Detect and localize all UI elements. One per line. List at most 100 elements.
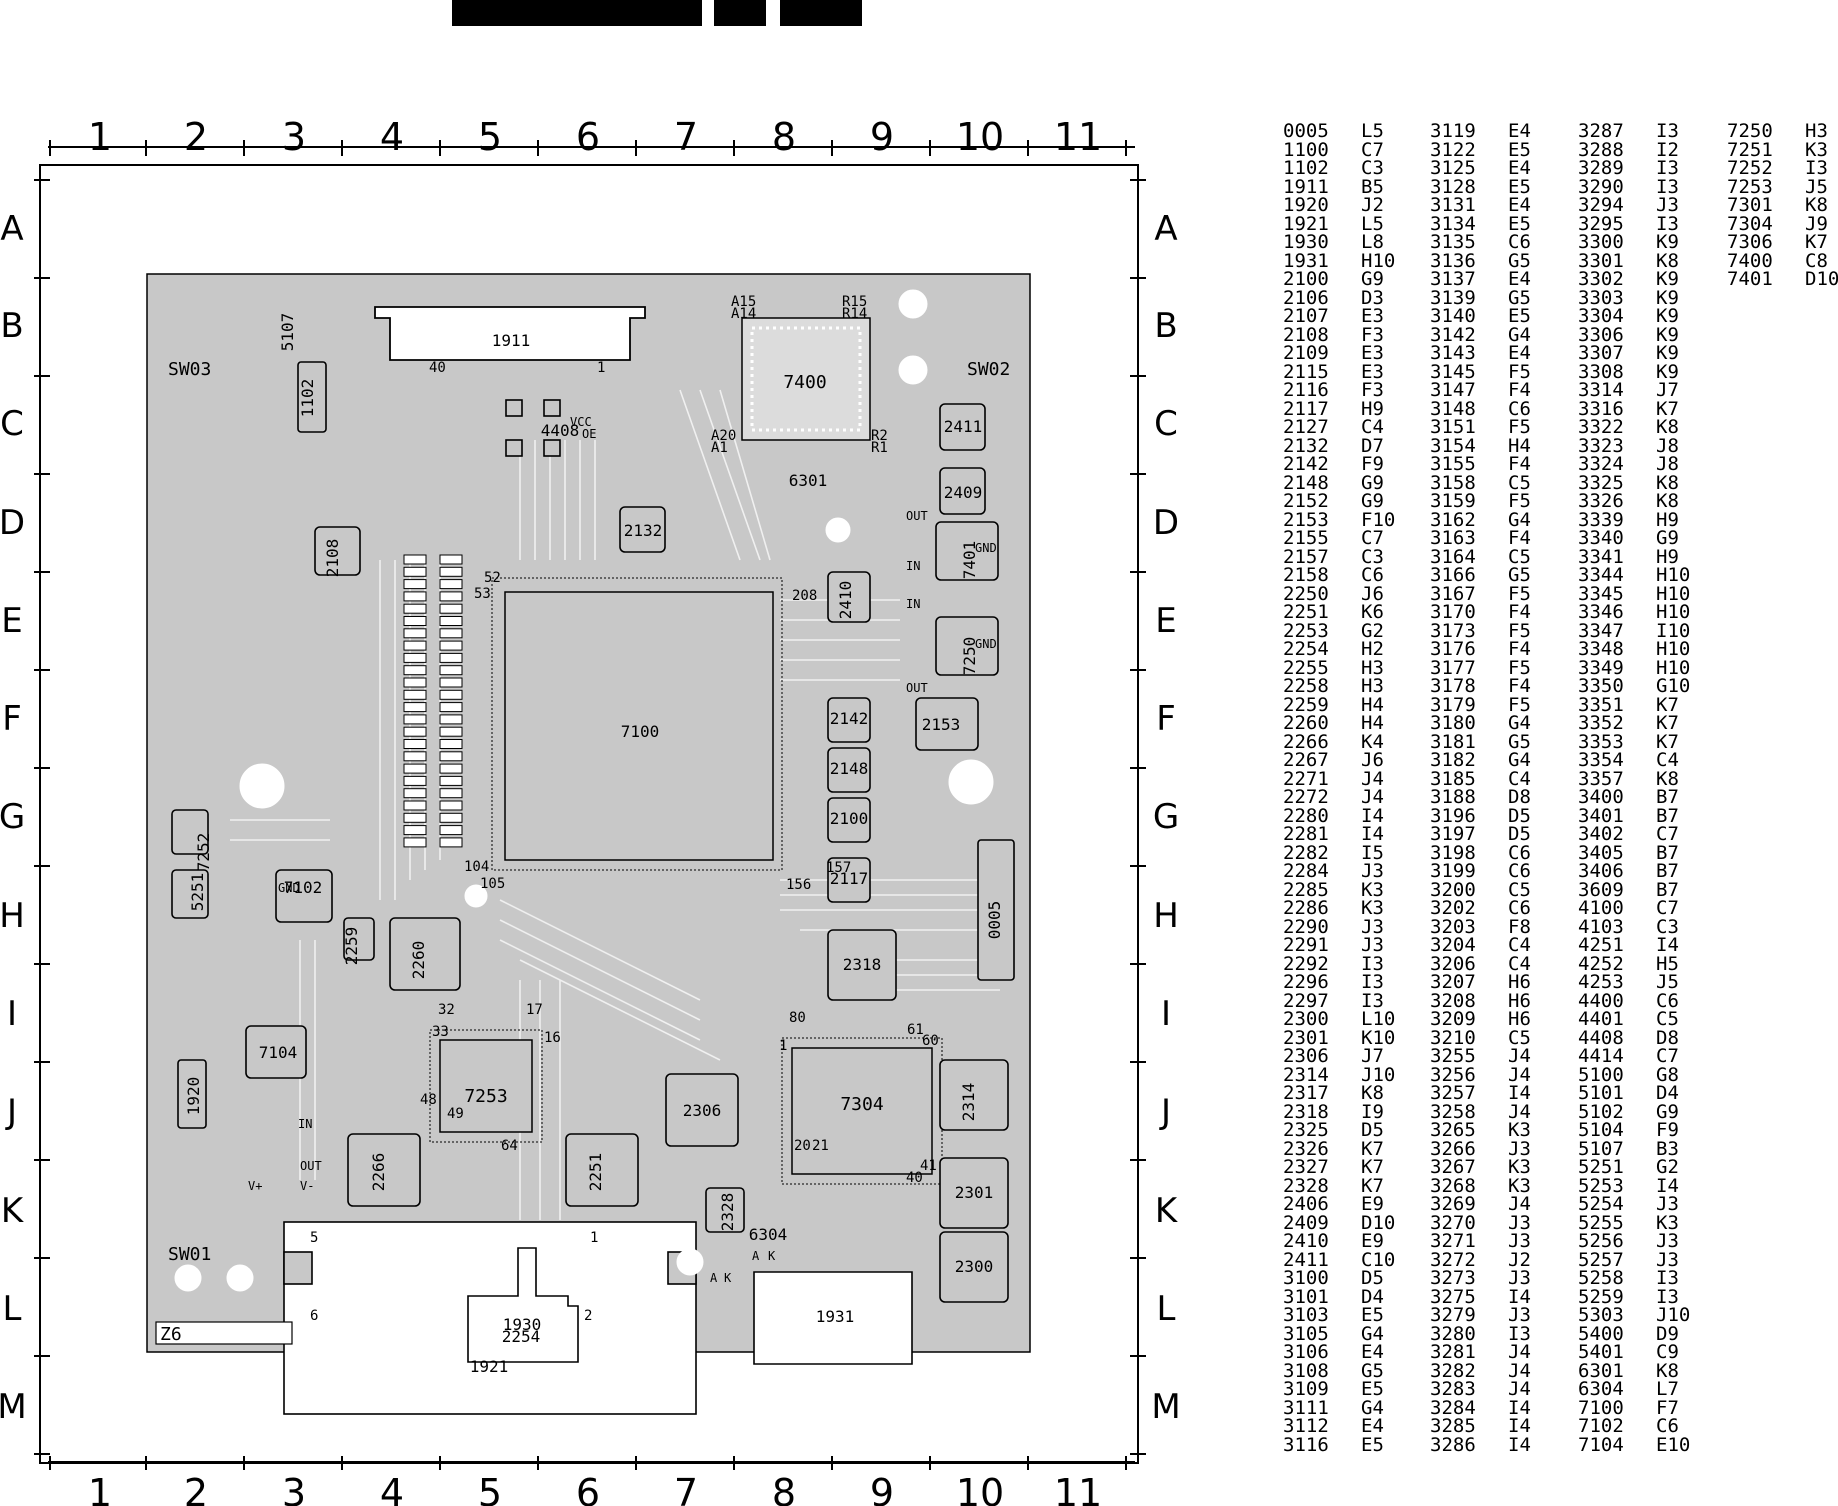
pad-label: A — [710, 1271, 718, 1285]
reference-id: 2258 — [1283, 675, 1329, 697]
reference-location: J2 — [1508, 1248, 1531, 1271]
side-label: SW03 — [168, 359, 211, 380]
reference-id: 3339 — [1578, 508, 1624, 531]
component-label: 2251 — [586, 1153, 605, 1192]
reference-id: 3154 — [1430, 434, 1476, 457]
reference-id: 3111 — [1283, 1396, 1329, 1419]
pad-label: V+ — [248, 1179, 262, 1193]
reference-location: B7 — [1656, 860, 1679, 882]
reference-location: J3 — [1361, 934, 1384, 956]
reference-id: 1930 — [1283, 231, 1329, 253]
reference-location: E4 — [1361, 1341, 1384, 1363]
reference-id: 3307 — [1578, 342, 1624, 364]
reference-id: 5255 — [1578, 1211, 1624, 1234]
reference-row: 3151 F5 — [1430, 418, 1568, 437]
reference-location: I4 — [1508, 1433, 1531, 1456]
reference-id: 3166 — [1430, 564, 1476, 586]
reference-location: D4 — [1361, 1285, 1384, 1308]
reference-id: 3101 — [1283, 1285, 1329, 1308]
reference-id: 5100 — [1578, 1063, 1624, 1086]
reference-location: D9 — [1656, 1322, 1679, 1345]
reference-id: 5253 — [1578, 1174, 1624, 1197]
reference-id: 3159 — [1430, 490, 1476, 512]
reference-location: E3 — [1361, 342, 1384, 364]
component-blocks — [171, 361, 1015, 1303]
reference-location: J4 — [1508, 1359, 1531, 1382]
column-label-top: 8 — [772, 115, 796, 159]
pin-label: 40 — [906, 1170, 923, 1186]
reference-location: K9 — [1656, 268, 1679, 290]
component-label: 2301 — [955, 1183, 994, 1202]
reference-id: 3140 — [1430, 305, 1476, 327]
reference-id: 3341 — [1578, 545, 1624, 568]
reference-location: J3 — [1508, 1267, 1531, 1289]
reference-id: 3185 — [1430, 767, 1476, 790]
reference-id: 5256 — [1578, 1230, 1624, 1252]
reference-id: 2115 — [1283, 360, 1329, 383]
connector-1911 — [374, 306, 646, 361]
reference-id: 3275 — [1430, 1285, 1476, 1308]
ic-7304 — [781, 1037, 943, 1185]
reference-location: I3 — [1656, 212, 1679, 235]
reference-location: K7 — [1656, 730, 1679, 753]
component-label: 2117 — [830, 869, 869, 888]
reference-location: C3 — [1361, 545, 1384, 568]
reference-id: 3203 — [1430, 915, 1476, 938]
reference-id: 2127 — [1283, 416, 1329, 438]
reference-location: I5 — [1361, 841, 1384, 864]
pin-label: 61 — [907, 1022, 924, 1038]
reference-id: 3180 — [1430, 712, 1476, 734]
reference-location: F5 — [1508, 416, 1531, 438]
row-label-left: J — [5, 1092, 17, 1132]
reference-id: 3300 — [1578, 231, 1624, 253]
reference-id: 3151 — [1430, 416, 1476, 438]
reference-location: E4 — [1508, 194, 1531, 216]
reference-location: J4 — [1508, 1100, 1531, 1123]
reference-id: 3128 — [1430, 175, 1476, 198]
component-label: 2153 — [922, 715, 961, 734]
component-label: 6304 — [749, 1225, 788, 1244]
reference-id: 3401 — [1578, 804, 1624, 827]
reference-location: J4 — [1508, 1063, 1531, 1086]
reference-id: 2117 — [1283, 397, 1329, 420]
reference-location: I4 — [1508, 1415, 1531, 1437]
reference-location: C5 — [1508, 471, 1531, 494]
column-label-bottom: 5 — [478, 1471, 502, 1506]
reference-id: 3119 — [1430, 120, 1476, 142]
reference-location: C4 — [1508, 952, 1531, 975]
pad-label: OE — [582, 427, 596, 441]
reference-location: E4 — [1508, 157, 1531, 179]
reference-id: 7102 — [1578, 1415, 1624, 1437]
reference-location: C6 — [1656, 989, 1679, 1012]
reference-id: 3139 — [1430, 286, 1476, 309]
reference-location: F7 — [1656, 1396, 1679, 1419]
reference-id: 2132 — [1283, 434, 1329, 457]
reference-id: 2281 — [1283, 823, 1329, 845]
reference-location: K9 — [1656, 342, 1679, 364]
reference-id: 3295 — [1578, 212, 1624, 235]
reference-location: K8 — [1361, 1082, 1384, 1104]
